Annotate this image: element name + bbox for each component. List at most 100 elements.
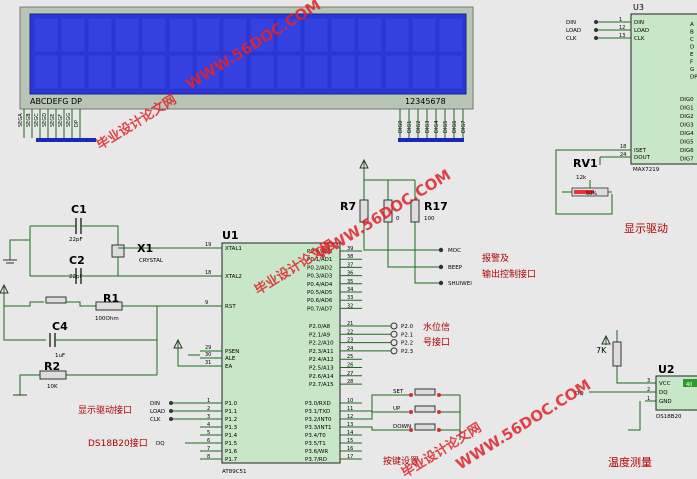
r7-ref: R7 xyxy=(340,200,356,213)
u1-p1-net: DQ xyxy=(156,441,165,447)
display-driver-label: 显示驱动 xyxy=(624,222,668,235)
x1-value: CRYSTAL xyxy=(139,258,164,264)
r1-value: 100Ohm xyxy=(95,316,119,322)
u1-p0-pin: P0.1/AD1 xyxy=(307,257,332,263)
u1-p2-num: 22 xyxy=(347,329,353,335)
lcd-seg-pin-label: SEGE xyxy=(50,114,56,127)
u1-p2-pin: P2.0/A8 xyxy=(309,324,331,330)
key-contact xyxy=(409,393,413,397)
key-label-text: UP xyxy=(393,406,401,412)
key-label: 按键设置 xyxy=(383,455,419,467)
water-terminal[interactable] xyxy=(390,347,398,355)
rv1-ref: RV1 xyxy=(573,157,598,170)
c4-ref: C4 xyxy=(52,320,68,333)
key-contact xyxy=(409,428,413,432)
key-label-text: SET xyxy=(393,389,404,395)
lcd-cell xyxy=(357,54,383,90)
lcd-cell xyxy=(276,54,302,90)
u3-dig-pin: DIG0 xyxy=(680,97,694,103)
key-label-text: DOWN xyxy=(393,424,411,430)
u3-dig-pin: DIG5 xyxy=(680,140,694,146)
u1-p1-pin: P1.5 xyxy=(225,441,238,447)
u3-dout-pin: DOUT xyxy=(634,155,651,161)
clock-circuit: C1 22pF C2 22pF X1 CRYSTAL xyxy=(3,203,200,284)
key-switches: SET UP DOWN xyxy=(362,388,461,440)
u1-p1-num: 1 xyxy=(207,398,210,404)
u1-p2-pin: P2.2/A10 xyxy=(309,341,334,347)
lcd-cell xyxy=(222,54,248,90)
u1-p2-num: 21 xyxy=(347,321,353,327)
u1-p1-num: 2 xyxy=(207,406,210,412)
water-net-label: P2.3 xyxy=(401,349,414,355)
u1-p0-pin: P0.0/AD0 xyxy=(307,249,333,255)
u1-p3-pin: P3.7/RD xyxy=(305,457,327,463)
lcd-cell xyxy=(384,54,410,90)
u1-p2-pin: P2.7/A15 xyxy=(309,382,334,388)
lcd-cell xyxy=(87,54,113,90)
u1-p3-num: 10 xyxy=(347,398,353,404)
r1-ref: R1 xyxy=(103,292,119,305)
u3-dig-pin: DIG3 xyxy=(680,123,694,129)
r17-ref: R17 xyxy=(424,200,448,213)
u1-p1-num: 3 xyxy=(207,414,210,420)
u1-left-pin: XTAL2 xyxy=(225,274,242,280)
u1-p1-terminal xyxy=(169,409,173,413)
u3-dout-num: 24 xyxy=(620,152,626,158)
lcd-cell xyxy=(60,17,86,53)
u1-left-pin: PSEN xyxy=(225,349,239,355)
u1-p2-pin: P2.3/A11 xyxy=(309,349,334,355)
water-terminal[interactable] xyxy=(390,339,398,347)
key-switch[interactable] xyxy=(414,423,436,431)
u1-p0-num: 36 xyxy=(347,271,353,277)
u3-input-net: CLK xyxy=(566,36,577,42)
lcd-cell xyxy=(87,17,113,53)
lcd-cell xyxy=(438,54,464,90)
lcd-cell xyxy=(411,17,437,53)
key-switch[interactable] xyxy=(414,405,436,413)
u1-p2-num: 23 xyxy=(347,338,353,344)
u2-readout-box xyxy=(683,379,697,387)
lcd-cell xyxy=(33,54,59,90)
u3-dig-pin: DIG7 xyxy=(680,157,694,163)
u3-input-pin: CLK xyxy=(634,36,645,42)
water-label-1: 水位信 xyxy=(423,321,450,333)
lcd-cell xyxy=(114,54,140,90)
r-mid-value: 0 xyxy=(396,216,400,222)
water-terminal[interactable] xyxy=(390,330,398,338)
u1-p1-pin: P1.1 xyxy=(225,409,237,415)
u1-p2-num: 26 xyxy=(347,363,353,369)
r-pullup-value: 7K xyxy=(596,346,607,355)
u3-input-terminal xyxy=(594,28,598,32)
u1-p3-pin: P3.5/T1 xyxy=(305,441,326,447)
u1-p1-net: DIN xyxy=(150,401,160,407)
u3-iset-num: 18 xyxy=(620,144,626,150)
water-level-nets: P2.0P2.1P2.2P2.3 xyxy=(362,322,414,355)
u3-seg-pin: D xyxy=(690,45,694,51)
reset-button[interactable] xyxy=(45,296,67,304)
u1-p2-num: 25 xyxy=(347,354,353,360)
lcd-dig-pin-label: DIG2 xyxy=(416,121,422,133)
u1-at89c51: U1 AT89C51 19XTAL118XTAL29RST29PSEN30ALE… xyxy=(150,229,362,475)
water-terminal[interactable] xyxy=(390,322,398,330)
lcd-seg-pin-label: SEGG xyxy=(66,113,72,127)
lcd-cell xyxy=(168,54,194,90)
key-contact xyxy=(437,410,441,414)
r-pullup-body xyxy=(612,341,622,367)
output-net-label: MOC xyxy=(448,248,461,254)
u1-p1-terminal xyxy=(169,417,173,421)
output-terminal xyxy=(438,264,444,270)
u1-p3-num: 17 xyxy=(347,454,353,460)
reset-circuit: R1 100Ohm C4 1uF R2 10K xyxy=(0,283,200,396)
output-terminal xyxy=(438,280,444,286)
u1-left-num: 18 xyxy=(205,270,211,276)
u2-readout: 40 xyxy=(686,382,692,388)
key-switch[interactable] xyxy=(414,388,436,396)
lcd-cell xyxy=(330,54,356,90)
lcd-seg-caption: ABCDEFG DP xyxy=(30,97,82,106)
u1-p3-num: 11 xyxy=(347,406,353,412)
u1-p1-num: 6 xyxy=(207,438,210,444)
u3-input-terminal xyxy=(594,20,598,24)
lcd-cell xyxy=(168,17,194,53)
u2-ref: U2 xyxy=(658,363,675,376)
